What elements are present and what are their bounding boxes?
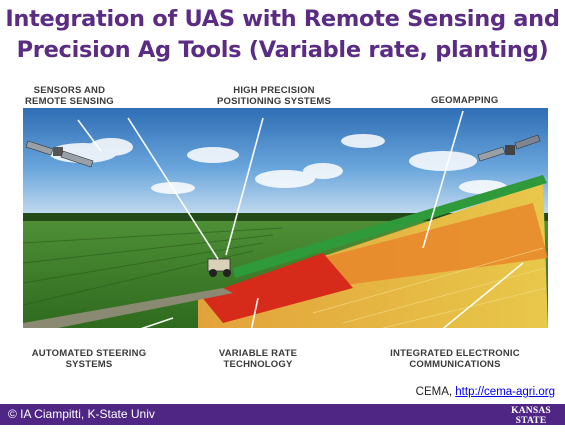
tree-line — [23, 213, 548, 222]
label-sensors-line-2: REMOTE SENSING — [25, 96, 114, 107]
label-high-precision-positioning: HIGH PRECISION POSITIONING SYSTEMS — [201, 85, 347, 107]
clouds — [49, 134, 507, 194]
credit-source: CEMA, — [415, 386, 453, 398]
footer-copyright: © IA Ciampitti, K-State Univ — [8, 407, 155, 421]
label-comms-line-1: INTEGRATED ELECTRONIC — [390, 348, 520, 359]
zone-red — [201, 253, 353, 323]
label-variable-line-2: TECHNOLOGY — [223, 359, 293, 370]
label-positioning-line-2: POSITIONING SYSTEMS — [216, 96, 332, 107]
zone-grid — [312, 247, 547, 329]
credit-link[interactable]: http://cema-agri.org — [455, 386, 555, 398]
image-credit: CEMA, http://cema-agri.org — [416, 386, 555, 398]
precision-ag-diagram: SENSORS AND REMOTE SENSING HIGH PRECISIO… — [23, 83, 548, 388]
label-variable-rate: VARIABLE RATE TECHNOLOGY — [208, 348, 308, 370]
pointer-lines — [77, 110, 524, 346]
tractor-icon — [207, 258, 231, 277]
label-sensors-remote-sensing: SENSORS AND REMOTE SENSING — [25, 85, 114, 107]
zone-orange — [283, 203, 548, 288]
precision-ag-illustration — [23, 108, 548, 388]
satellite-right-icon — [477, 134, 541, 162]
slide-title: Integration of UAS with Remote Sensing a… — [0, 4, 565, 66]
kansas-state-logo: KANSAS STATE UNIVERSITY — [505, 406, 557, 431]
label-automated-steering: AUTOMATED STEERING SYSTEMS — [23, 348, 155, 370]
satellite-left-icon — [25, 140, 94, 168]
zone-band-green — [233, 175, 547, 278]
label-integrated-communications: INTEGRATED ELECTRONIC COMMUNICATIONS — [375, 348, 535, 370]
slide-title-line-1: Integration of UAS with Remote Sensing a… — [5, 6, 560, 32]
logo-line-1: KANSAS STATE — [511, 406, 551, 426]
label-comms-line-2: COMMUNICATIONS — [409, 359, 501, 370]
label-positioning-line-1: HIGH PRECISION — [233, 85, 315, 96]
road — [23, 288, 233, 335]
label-sensors-line-1: SENSORS AND — [33, 85, 106, 96]
foreground — [23, 328, 548, 388]
label-geomapping: GEOMAPPING — [431, 95, 498, 106]
slide-title-line-2: Precision Ag Tools (Variable rate, plant… — [16, 37, 549, 63]
label-steering-line-1: AUTOMATED STEERING — [31, 348, 147, 359]
footer-bar: © IA Ciampitti, K-State Univ KANSAS STAT… — [0, 404, 565, 431]
logo-line-2: UNIVERSITY — [508, 426, 554, 431]
label-variable-line-1: VARIABLE RATE — [218, 348, 298, 359]
label-geomapping-text: GEOMAPPING — [431, 95, 499, 106]
label-steering-line-2: SYSTEMS — [65, 359, 113, 370]
